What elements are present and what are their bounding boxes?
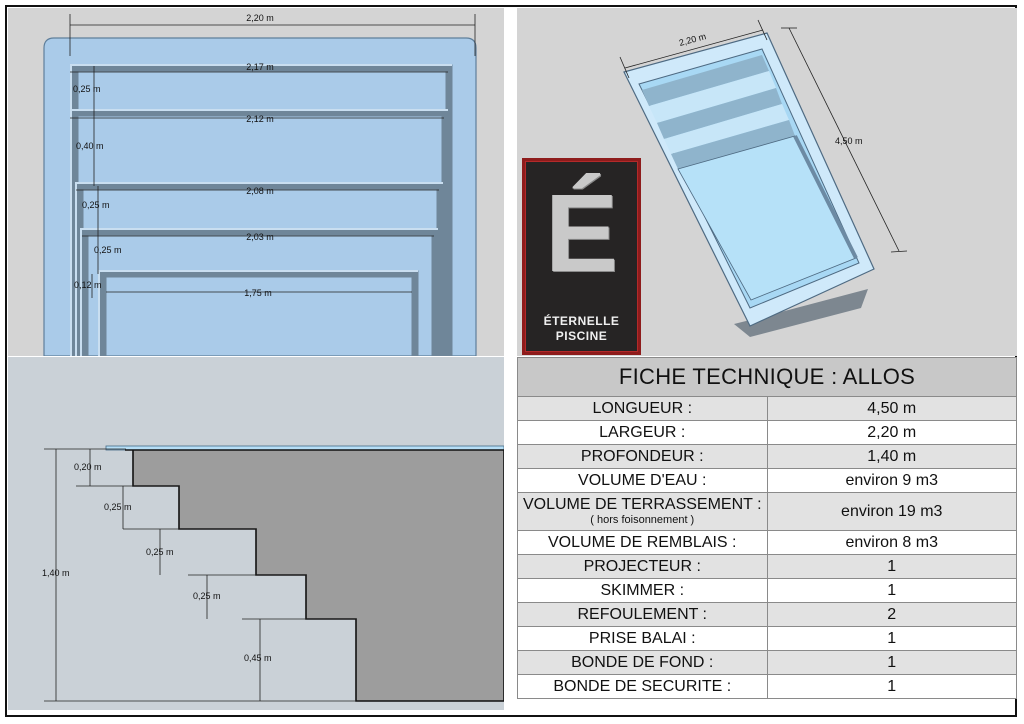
- iso-length-label: 4,50 m: [835, 136, 863, 146]
- pool-shell: [43, 37, 477, 356]
- plan-dim-label: 2,03 m: [246, 232, 274, 242]
- spec-value: 4,50 m: [766, 396, 1017, 421]
- spec-value: 1: [766, 554, 1017, 579]
- spec-label: VOLUME DE TERRASSEMENT :: [522, 496, 762, 513]
- spec-value: 2: [766, 602, 1017, 627]
- pool-steps: [642, 55, 795, 169]
- table-row: VOLUME DE REMBLAIS : environ 8 m3: [517, 530, 1017, 555]
- iso-view-panel: 2,20 m 4,50 m É ÉTERNELLE PISCINE: [517, 8, 1017, 356]
- table-row: LONGUEUR : 4,50 m: [517, 396, 1017, 421]
- spec-label: BONDE DE FOND :: [517, 650, 768, 675]
- spec-label: VOLUME D'EAU :: [517, 468, 768, 493]
- pool-base-shadow: [734, 289, 868, 337]
- pool-wall-edge: [793, 135, 858, 259]
- plan-view-panel: 2,20 m 2,17 m 0,25 m 2,12 m 0,40 m 2,08 …: [8, 8, 504, 356]
- spec-label-cell: VOLUME DE TERRASSEMENT : ( hors foisonne…: [517, 492, 768, 531]
- table-row: BONDE DE FOND : 1: [517, 650, 1017, 675]
- spec-value: 2,20 m: [766, 420, 1017, 445]
- spec-table-title-row: FICHE TECHNIQUE : ALLOS: [517, 357, 1017, 397]
- spec-label: PROFONDEUR :: [517, 444, 768, 469]
- spec-value: 1: [766, 650, 1017, 675]
- iso-view-diagram: 2,20 m 4,50 m: [619, 19, 908, 337]
- plan-dimension-lines: [69, 14, 476, 298]
- plan-dim-label: 2,17 m: [246, 62, 274, 72]
- table-row: BONDE DE SECURITE : 1: [517, 674, 1017, 699]
- logo-line2: PISCINE: [555, 329, 608, 343]
- spec-value: 1: [766, 674, 1017, 699]
- spec-table: FICHE TECHNIQUE : ALLOS LONGUEUR : 4,50 …: [517, 357, 1017, 699]
- spec-table-title: FICHE TECHNIQUE : ALLOS: [517, 357, 1017, 397]
- plan-dim-label: 2,08 m: [246, 186, 274, 196]
- plan-dim-label: 1,75 m: [244, 288, 272, 298]
- spec-label: LONGUEUR :: [517, 396, 768, 421]
- plan-dim-label: 0,40 m: [76, 141, 104, 151]
- section-dim-label: 0,20 m: [74, 462, 102, 472]
- plan-dim-label: 0,25 m: [73, 84, 101, 94]
- iso-width-label: 2,20 m: [678, 31, 707, 48]
- logo-line1: ÉTERNELLE: [543, 314, 620, 328]
- table-row: VOLUME DE TERRASSEMENT : ( hors foisonne…: [517, 492, 1017, 531]
- table-row: PRISE BALAI : 1: [517, 626, 1017, 651]
- spec-label: REFOULEMENT :: [517, 602, 768, 627]
- spec-value: environ 8 m3: [766, 530, 1017, 555]
- table-row: SKIMMER : 1: [517, 578, 1017, 603]
- spec-value: 1,40 m: [766, 444, 1017, 469]
- spec-label: BONDE DE SECURITE :: [517, 674, 768, 699]
- spec-value: 1: [766, 578, 1017, 603]
- plan-view-diagram: 2,20 m 2,17 m 0,25 m 2,12 m 0,40 m 2,08 …: [43, 13, 477, 356]
- table-row: REFOULEMENT : 2: [517, 602, 1017, 627]
- table-row: VOLUME D'EAU : environ 9 m3: [517, 468, 1017, 493]
- brand-logo: É ÉTERNELLE PISCINE: [522, 158, 641, 355]
- spec-value: environ 9 m3: [766, 468, 1017, 493]
- step-highlights: [70, 64, 452, 356]
- spec-value: environ 19 m3: [766, 492, 1017, 531]
- spec-value: 1: [766, 626, 1017, 651]
- table-row: LARGEUR : 2,20 m: [517, 420, 1017, 445]
- plan-dim-label: 2,20 m: [246, 13, 274, 23]
- plan-dim-label: 0,25 m: [94, 245, 122, 255]
- plan-dim-label: 0,12 m: [74, 280, 102, 290]
- iso-dimension-lines: [619, 19, 908, 253]
- section-dim-label: 0,25 m: [193, 591, 221, 601]
- section-dim-label: 0,25 m: [146, 547, 174, 557]
- section-dim-label: 1,40 m: [42, 568, 70, 578]
- pool-cross-section: [125, 449, 504, 702]
- section-view-panel: 0,20 m 0,25 m 0,25 m 0,25 m 0,45 m 1,40 …: [8, 357, 504, 710]
- spec-label: LARGEUR :: [517, 420, 768, 445]
- section-view-diagram: 0,20 m 0,25 m 0,25 m 0,25 m 0,45 m 1,40 …: [42, 445, 504, 702]
- section-dim-label: 0,25 m: [104, 502, 132, 512]
- spec-label: PROJECTEUR :: [517, 554, 768, 579]
- table-row: PROJECTEUR : 1: [517, 554, 1017, 579]
- plan-dim-label: 2,12 m: [246, 114, 274, 124]
- logo-letter: É: [544, 172, 619, 295]
- spec-label: SKIMMER :: [517, 578, 768, 603]
- table-row: PROFONDEUR : 1,40 m: [517, 444, 1017, 469]
- section-dimension-lines: [44, 448, 356, 702]
- spec-label: PRISE BALAI :: [517, 626, 768, 651]
- plan-dim-label: 0,25 m: [82, 200, 110, 210]
- section-dim-label: 0,45 m: [244, 653, 272, 663]
- spec-label-note: ( hors foisonnement ): [590, 514, 695, 526]
- spec-label: VOLUME DE REMBLAIS :: [517, 530, 768, 555]
